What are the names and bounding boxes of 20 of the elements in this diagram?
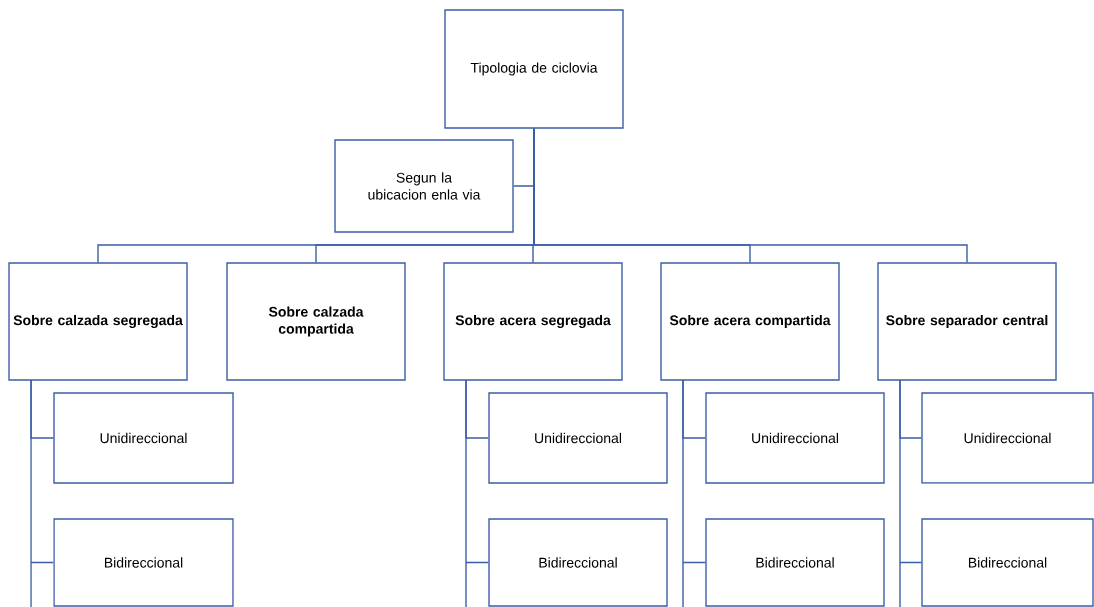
direction-box: Unidireccional: [488, 392, 668, 484]
category-box: Segun la ubicacion enla via: [334, 139, 514, 233]
type-box: Sobre calzada segregada: [8, 262, 188, 381]
direction-box: Unidireccional: [921, 392, 1094, 484]
direction-box: Unidireccional: [705, 392, 885, 484]
root-box: Tipologia de ciclovia: [444, 9, 624, 129]
direction-box: Bidireccional: [921, 518, 1094, 607]
direction-box: Bidireccional: [488, 518, 668, 607]
connector-line: [465, 379, 489, 607]
direction-box: Bidireccional: [705, 518, 885, 607]
type-box: Sobre separador central: [877, 262, 1057, 381]
type-box: Sobre acera segregada: [443, 262, 623, 381]
connector-line: [899, 379, 922, 607]
direction-box: Unidireccional: [53, 392, 234, 484]
connector-line: [533, 128, 968, 263]
connector-line: [30, 379, 54, 607]
connector-line: [682, 379, 706, 607]
type-box: Sobre acera compartida: [660, 262, 840, 381]
direction-box: Bidireccional: [53, 518, 234, 607]
type-box: Sobre calzada compartida: [226, 262, 406, 381]
